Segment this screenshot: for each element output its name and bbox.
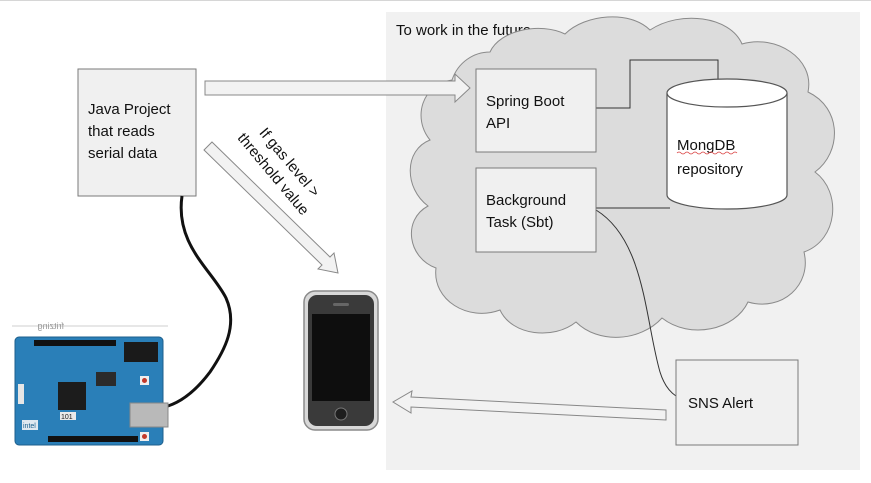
mongo-line-2: repository [677, 161, 743, 178]
arrow-java-to-spring [204, 72, 471, 104]
task-line-2: Task (Sbt) [486, 214, 554, 231]
arduino-board-icon: fritzing 101 intel [12, 321, 169, 446]
task-to-sns-line [595, 209, 677, 397]
java-project-text: Java Project that reads serial data [88, 99, 171, 165]
spring-to-mongo-line [596, 59, 719, 109]
spring-line-1: Spring Boot [486, 93, 565, 110]
board-brand-mirrored: fritzing [37, 321, 64, 331]
background-task-text: Background Task (Sbt) [486, 190, 566, 234]
cable-line [167, 195, 233, 408]
condition-label: If gas level > threshold value [234, 125, 323, 219]
database-cylinder-icon [666, 78, 788, 210]
arrow-sns-to-phone [392, 390, 667, 421]
arrow-java-to-phone [203, 141, 339, 274]
java-project-box [77, 68, 197, 197]
task-line-1: Background [486, 192, 567, 209]
spellcheck-underline [676, 151, 738, 155]
spring-boot-box [475, 68, 597, 153]
java-line-2: that reads [88, 123, 155, 140]
sns-alert-text: SNS Alert [688, 395, 754, 412]
java-line-3: serial data [88, 145, 158, 162]
spring-line-2: API [486, 115, 511, 132]
board-logo-label: intel [23, 423, 36, 430]
board-model-label: 101 [61, 414, 73, 421]
future-panel-title: To work in the future... [396, 22, 544, 39]
java-line-1: Java Project [88, 101, 171, 118]
smartphone-icon [303, 290, 379, 431]
top-rule [0, 0, 871, 1]
sns-alert-box [675, 359, 799, 446]
mongo-line-1: MongDB [677, 137, 735, 154]
spring-boot-text: Spring Boot API [486, 91, 564, 135]
background-task-box [475, 167, 597, 253]
